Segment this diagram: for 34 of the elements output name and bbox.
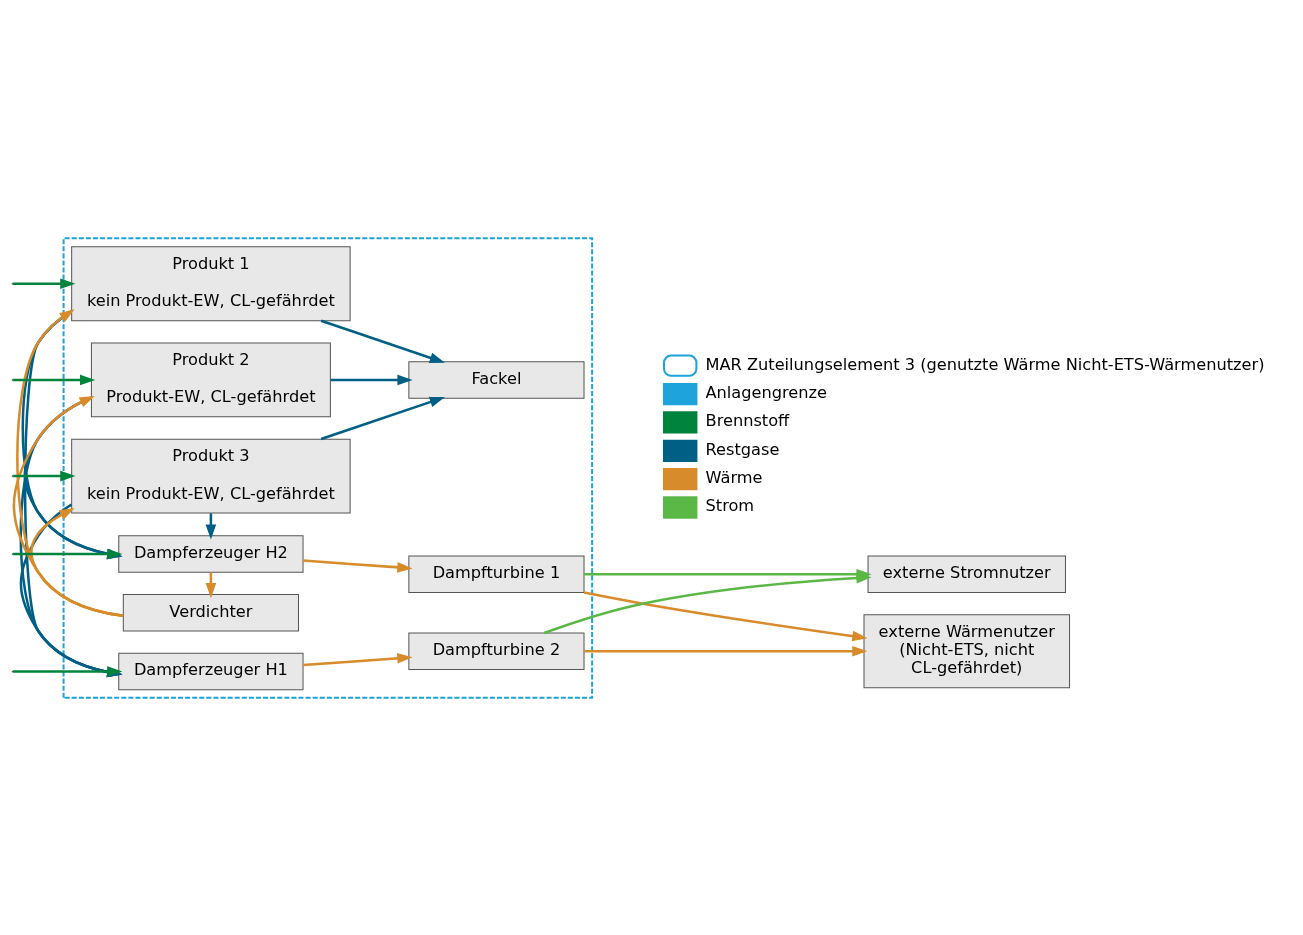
arrow xyxy=(13,374,96,385)
legend-label: Restgase xyxy=(705,439,780,459)
arrow xyxy=(543,572,872,634)
arrow xyxy=(16,308,124,617)
arrow xyxy=(13,665,123,677)
arrow xyxy=(12,395,124,617)
legend-label: Strom xyxy=(705,495,755,515)
node-box: externe Wärmenutzer (Nicht-ETS, nicht CL-gefährdet) xyxy=(863,613,1071,688)
arrow xyxy=(30,507,124,617)
node-box: Dampferzeuger H2 xyxy=(118,534,304,573)
arrow xyxy=(21,309,123,559)
arrow xyxy=(13,470,76,481)
arrow xyxy=(23,309,123,677)
arrow xyxy=(19,503,123,677)
node-box: Produkt 2 Produkt-EW, CL-gefährdet xyxy=(90,341,331,417)
arrow xyxy=(303,652,413,666)
node-box: Verdichter xyxy=(122,593,299,632)
arrow xyxy=(13,548,123,559)
node-box: Dampfturbine 2 xyxy=(408,632,585,670)
node-box: Dampfturbine 1 xyxy=(408,555,585,593)
legend-label: MAR Zuteilungselement 3 (genutzte Wärme Nicht-ETS-Wärmenutzer) xyxy=(705,354,1265,374)
legend-label: Wärme xyxy=(705,467,763,487)
node-box: Produkt 3 kein Produkt-EW, CL-gefährdet xyxy=(71,438,351,514)
node-box: Produkt 1 kein Produkt-EW, CL-gefährdet xyxy=(71,245,351,321)
arrow xyxy=(303,558,413,573)
arrow xyxy=(330,374,413,385)
legend-label: Anlagengrenze xyxy=(705,382,828,402)
node-box: Dampferzeuger H1 xyxy=(118,652,304,690)
arrow xyxy=(584,645,868,657)
arrow xyxy=(13,277,76,289)
node-box: Fackel xyxy=(408,360,585,399)
arrow xyxy=(583,590,868,641)
legend-label: Brennstoff xyxy=(705,410,790,430)
node-box: externe Stromnutzer xyxy=(867,555,1066,593)
